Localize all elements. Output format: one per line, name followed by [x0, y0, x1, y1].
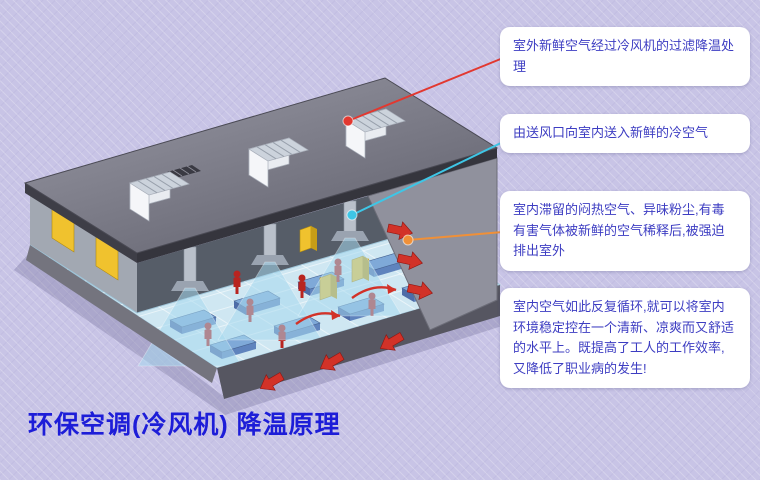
connector-dot-cooler: [342, 115, 354, 127]
roof-fascia-right: [137, 148, 497, 263]
callout-supply-fresh-air: 由送风口向室内送入新鲜的冷空气: [500, 114, 750, 153]
page-title: 环保空调(冷风机) 降温原理: [28, 411, 341, 439]
callout-exhaust-stale-air: 室内滞留的闷热空气、异味粉尘,有毒有害气体被新鲜的空气稀释后,被强迫排出室外: [500, 191, 750, 271]
circulation-arrows: [295, 284, 397, 325]
connector-line-supply: [351, 141, 504, 216]
roof-vent: [167, 165, 201, 178]
callout-circulation-benefits: 室内空气如此反复循环,就可以将室内环境稳定控在一个清新、凉爽而又舒适的水平上。既…: [500, 288, 750, 389]
air-diffuser: [171, 281, 209, 291]
roof-fascia-left: [25, 183, 137, 263]
connector-dot-supply: [346, 209, 358, 221]
connector-line-cooler: [347, 57, 504, 122]
connector-dot-exhaust: [402, 234, 414, 246]
callout-text: 由送风口向室内送入新鲜的冷空气: [513, 125, 709, 140]
connector-line-exhaust: [407, 231, 504, 241]
callout-text: 室外新鲜空气经过冷风机的过滤降温处理: [513, 38, 735, 74]
air-diffuser: [331, 231, 369, 241]
air-diffuser: [251, 255, 289, 265]
callout-outdoor-air-filtering: 室外新鲜空气经过冷风机的过滤降温处理: [500, 27, 750, 87]
left-edge-wall: [26, 245, 217, 383]
callout-text: 室内空气如此反复循环,就可以将室内环境稳定控在一个清新、凉爽而又舒适的水平上。既…: [513, 299, 735, 376]
callout-text: 室内滞留的闷热空气、异味粉尘,有毒有害气体被新鲜的空气稀释后,被强迫排出室外: [513, 202, 725, 259]
factory-illustration: [14, 57, 505, 415]
